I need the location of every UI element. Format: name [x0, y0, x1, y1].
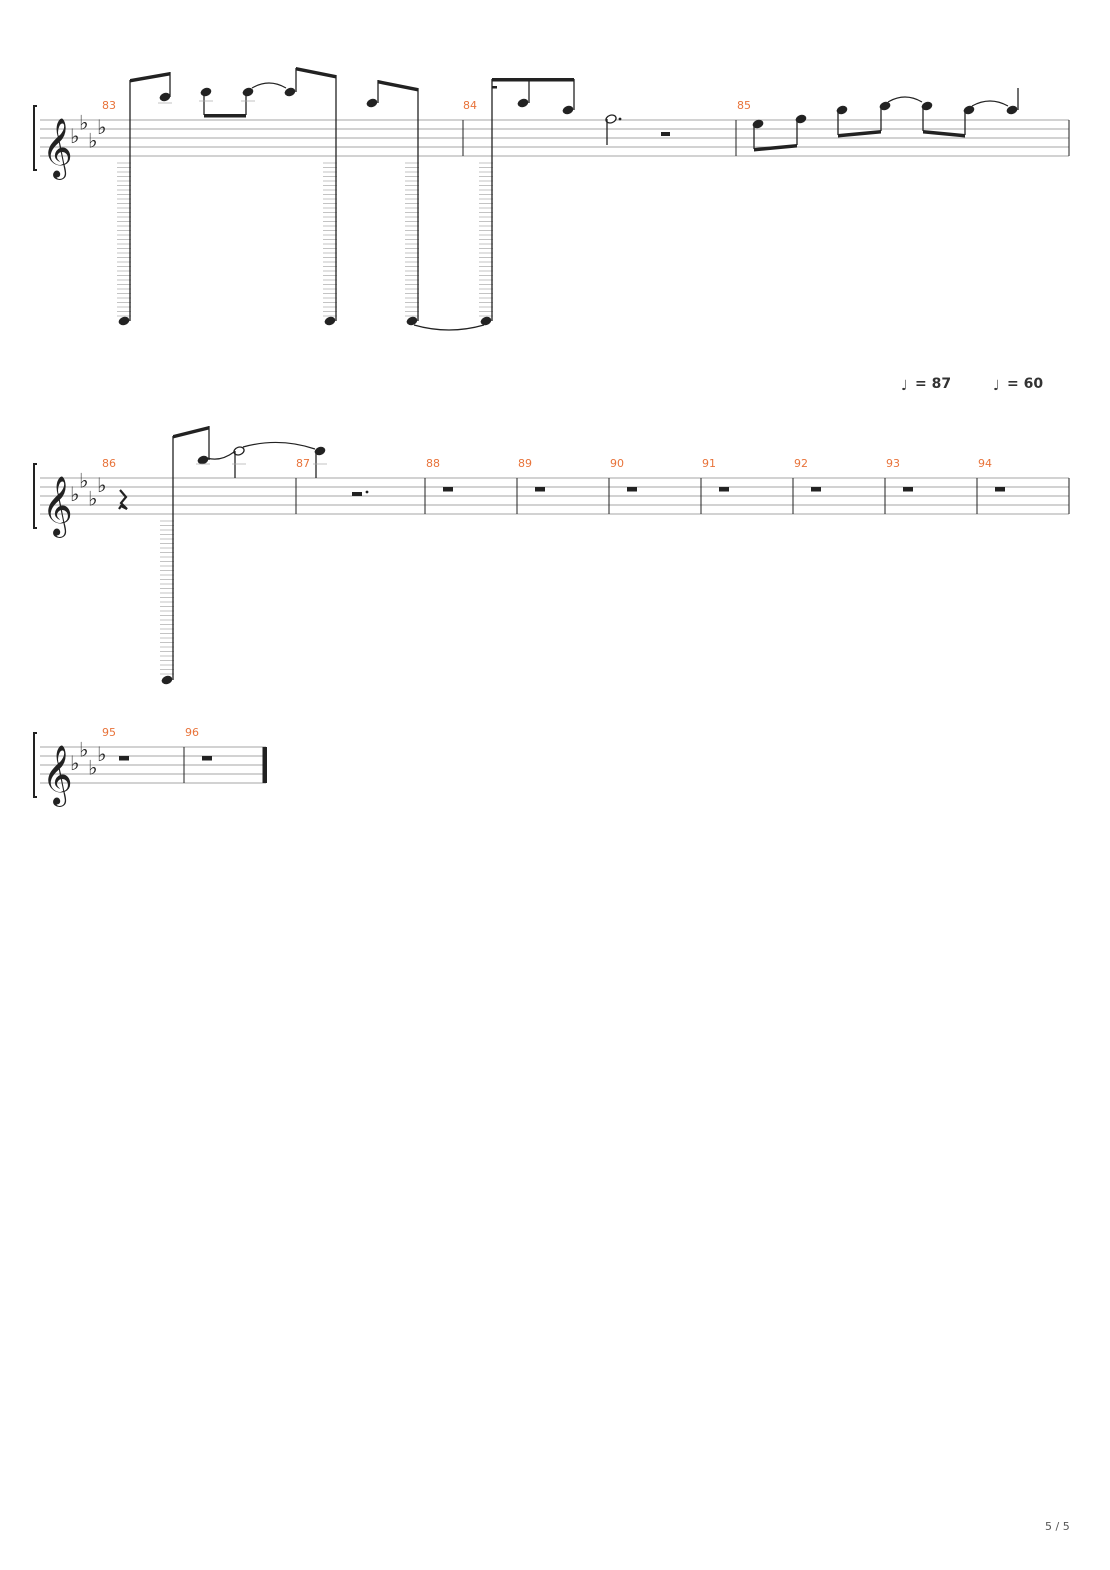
measure-number: 96 [185, 726, 199, 739]
flat-icon: ♭ [70, 124, 79, 148]
note-head [562, 105, 574, 115]
flat-icon: ♭ [70, 482, 79, 506]
note-head [284, 87, 296, 97]
tie [206, 451, 235, 460]
measure-number: 88 [426, 457, 440, 470]
beam [204, 114, 246, 118]
dot [618, 117, 622, 121]
measure-number: 93 [886, 457, 900, 470]
flat-icon: ♭ [97, 115, 106, 139]
beam [754, 144, 797, 152]
flat-icon: ♭ [88, 129, 97, 153]
note-head-eighth [605, 114, 617, 124]
note-head [836, 105, 848, 115]
tempo-note-icon: ♩ [993, 378, 1000, 394]
tie [413, 324, 485, 331]
treble-clef-icon: 𝄞 [42, 476, 73, 538]
measure-number: 84 [463, 99, 477, 112]
whole-rest [202, 756, 212, 761]
beam [923, 130, 965, 138]
whole-rest [627, 487, 637, 492]
note-head-half [233, 446, 245, 456]
note-head [314, 446, 326, 456]
measure-number: 90 [610, 457, 624, 470]
quarter-rest [118, 489, 128, 510]
flat-icon: ♭ [88, 487, 97, 511]
tie [251, 82, 287, 89]
whole-rest [903, 487, 913, 492]
note-head [366, 98, 378, 108]
note-head [921, 101, 933, 111]
beam [838, 130, 881, 138]
measure-number: 94 [978, 457, 992, 470]
note-head [517, 98, 529, 108]
dotted-half-rest [352, 492, 362, 496]
measure-number: 83 [102, 99, 116, 112]
measure-number: 86 [102, 457, 116, 470]
tempo-mark-1: ♩ = 87 [901, 376, 951, 394]
beam [173, 426, 209, 439]
note-head [118, 316, 130, 326]
treble-clef-icon: 𝄞 [42, 745, 73, 807]
whole-rest [535, 487, 545, 492]
note-head [324, 316, 336, 326]
treble-clef-icon: 𝄞 [42, 118, 73, 180]
whole-rest [443, 487, 453, 492]
tempo-value: = 60 [1007, 376, 1043, 392]
tie [971, 100, 1009, 107]
measure-number: 89 [518, 457, 532, 470]
note-head [200, 87, 212, 97]
beam [378, 80, 418, 92]
tie [887, 96, 923, 103]
flat-icon: ♭ [97, 473, 106, 497]
tempo-value: = 87 [915, 376, 951, 392]
note-head [879, 101, 891, 111]
half-rest [661, 132, 670, 136]
dot [365, 490, 369, 494]
note-head [480, 316, 492, 326]
measure-number: 92 [794, 457, 808, 470]
flat-icon: ♭ [70, 751, 79, 775]
note-head [1006, 105, 1018, 115]
system-bracket [33, 732, 37, 798]
beam-hook [492, 86, 497, 89]
whole-rest [995, 487, 1005, 492]
tempo-note-icon: ♩ [901, 378, 908, 394]
measure-number: 95 [102, 726, 116, 739]
flat-icon: ♭ [79, 111, 88, 135]
notes-layer [117, 67, 1019, 761]
note-head [161, 675, 173, 685]
beam [130, 72, 170, 83]
measure-number: 91 [702, 457, 716, 470]
flat-icon: ♭ [97, 742, 106, 766]
note-head [795, 114, 807, 124]
note-head [963, 105, 975, 115]
flat-icon: ♭ [88, 756, 97, 780]
flat-icon: ♭ [79, 738, 88, 762]
whole-rest [119, 756, 129, 761]
beam [296, 67, 336, 79]
note-head [159, 92, 171, 102]
note-head [406, 316, 418, 326]
system-bracket [33, 105, 37, 171]
tempo-mark-2: ♩ = 60 [993, 376, 1043, 394]
final-bar-line [263, 747, 267, 783]
tie [242, 441, 316, 450]
note-head [752, 119, 764, 129]
measure-number: 87 [296, 457, 310, 470]
whole-rest [719, 487, 729, 492]
system-bracket [33, 463, 37, 529]
whole-rest [811, 487, 821, 492]
page-indicator: 5 / 5 [1045, 1520, 1070, 1533]
beam [492, 78, 574, 82]
flat-icon: ♭ [79, 469, 88, 493]
measure-number: 85 [737, 99, 751, 112]
